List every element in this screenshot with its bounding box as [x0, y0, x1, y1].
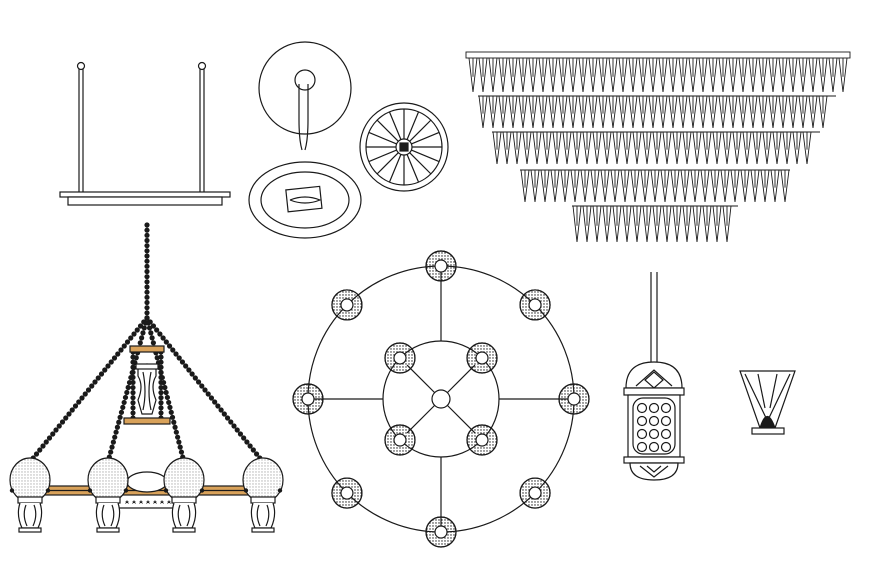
- radial-chandelier-plan-icon: [292, 250, 590, 548]
- rectangular-pendant-icon: [59, 61, 231, 206]
- tiered-crystal-chandelier-icon: [465, 51, 851, 243]
- beaded-chain-chandelier-icon: [9, 222, 284, 533]
- cone-wall-sconce-icon: [739, 370, 796, 435]
- wheel-ceiling-light-icon: [359, 102, 449, 192]
- oval-wall-lamp-icon: [248, 41, 362, 239]
- lantern-pendant-icon: [623, 272, 685, 481]
